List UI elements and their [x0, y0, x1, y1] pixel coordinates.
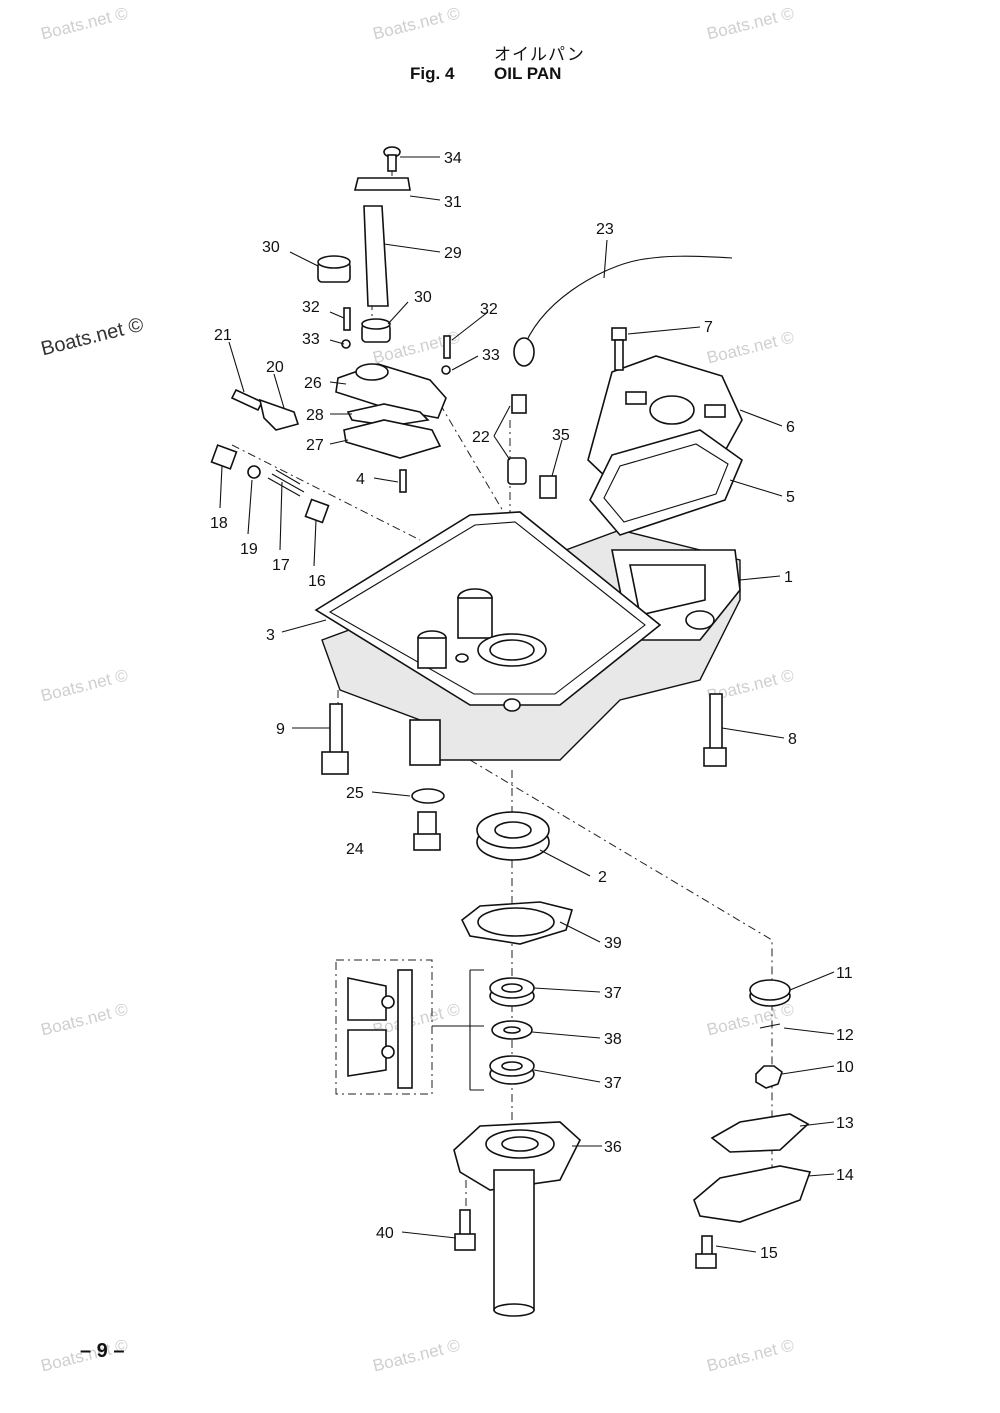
callout-5: 5	[786, 489, 795, 506]
callout-25: 25	[346, 785, 364, 802]
side-cover-gasket	[589, 429, 743, 536]
bearing-detail-inset	[335, 959, 484, 1095]
breather-hose	[317, 146, 451, 375]
page-number: – 9 –	[80, 1340, 125, 1362]
callout-19: 19	[240, 541, 258, 558]
callout-3: 3	[266, 627, 275, 644]
title-japanese: オイルパン	[494, 45, 585, 64]
callout-7: 7	[704, 319, 713, 336]
callout-26: 26	[304, 375, 322, 392]
oil-pump-parts	[693, 979, 812, 1269]
callout-22: 22	[472, 429, 490, 446]
bearings	[489, 977, 535, 1085]
callout-8: 8	[788, 731, 797, 748]
relief-valve-parts	[210, 388, 407, 524]
callout-36: 36	[604, 1139, 622, 1156]
bearing-housing	[453, 1121, 581, 1317]
callout-labels: 34 31 29 30 30 32 32 33 33 26 28 27 4 21…	[210, 150, 854, 1262]
callout-2: 2	[598, 869, 607, 886]
callout-35: 35	[552, 427, 570, 444]
callout-4: 4	[356, 471, 365, 488]
callout-18: 18	[210, 515, 228, 532]
page-title: OIL PAN	[494, 64, 562, 83]
callout-20: 20	[266, 359, 284, 376]
callout-9: 9	[276, 721, 285, 738]
oil-sensor	[507, 255, 733, 499]
callout-6: 6	[786, 419, 795, 436]
callout-30: 30	[262, 239, 280, 256]
callout-28: 28	[306, 407, 324, 424]
figure-number: Fig. 4	[410, 64, 455, 83]
callout-13: 13	[836, 1115, 854, 1132]
callout-15: 15	[760, 1245, 778, 1262]
callout-29: 29	[444, 245, 462, 262]
callout-39: 39	[604, 935, 622, 952]
callout-40: 40	[376, 1225, 394, 1242]
bolts	[321, 327, 727, 851]
housing-gasket	[460, 901, 574, 945]
leader-lines	[219, 156, 835, 1253]
callout-32: 32	[480, 301, 498, 318]
callout-11: 11	[836, 965, 853, 982]
callout-27: 27	[306, 437, 324, 454]
callout-34: 34	[444, 150, 462, 167]
callout-10: 10	[836, 1059, 854, 1076]
callout-38: 38	[604, 1031, 622, 1048]
callout-37: 37	[604, 1075, 622, 1092]
callout-23: 23	[596, 221, 614, 238]
callout-33: 33	[482, 347, 500, 364]
callout-14: 14	[836, 1167, 854, 1184]
callout-31: 31	[444, 194, 462, 211]
callout-37: 37	[604, 985, 622, 1002]
callout-12: 12	[836, 1027, 854, 1044]
breather-cover	[335, 363, 447, 459]
callout-1: 1	[784, 569, 793, 586]
callout-32: 32	[302, 299, 320, 316]
oil-seal	[476, 811, 550, 861]
oil-pan-internals	[417, 588, 547, 712]
callout-33: 33	[302, 331, 320, 348]
callout-16: 16	[308, 573, 326, 590]
callout-21: 21	[214, 327, 232, 344]
callout-30: 30	[414, 289, 432, 306]
callout-24: 24	[346, 841, 364, 858]
callout-17: 17	[272, 557, 290, 574]
